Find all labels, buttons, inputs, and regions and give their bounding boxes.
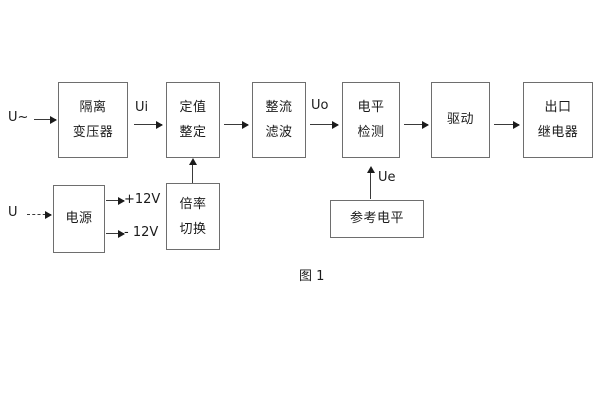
arrow-isolation-transformer-to-setpoint-adjust [134,120,163,129]
block-setpoint-adjust-line-1: 定值 [179,100,207,115]
block-output-relay-line-1: 出口 [544,100,572,115]
block-output-relay-line-2: 继电器 [537,125,579,140]
block-power-supply: 电源 [53,185,105,253]
block-rectifier-filter: 整流 滤波 [252,82,306,158]
block-setpoint-adjust-line-2: 整定 [179,125,207,140]
block-setpoint-adjust: 定值 整定 [166,82,220,158]
block-level-detect-line-2: 检测 [357,125,385,140]
block-multiplier-switch-line-1: 倍率 [179,196,207,212]
arrow-dc-input-to-power-supply [27,211,52,219]
block-driver: 驱动 [431,82,490,158]
dc-input-label: U [8,205,18,220]
negative-12v-label: - 12V [124,225,159,240]
positive-12v-label: +12V [124,192,161,207]
block-level-detect: 电平 检测 [342,82,400,158]
block-level-detect-line-1: 电平 [357,100,385,115]
block-multiplier-switch-line-2: 切换 [179,221,207,237]
uo-signal-label: Uo [311,98,329,113]
block-reference-level-line-1: 参考电平 [349,211,404,226]
arrow-level-detect-to-driver [404,120,429,129]
arrow-setpoint-adjust-to-rectifier-filter [224,120,249,129]
block-power-supply-line-1: 电源 [65,211,93,226]
block-rectifier-filter-line-1: 整流 [265,100,293,115]
arrow-rectifier-filter-to-level-detect [310,120,339,129]
arrow-multiplier-switch-to-setpoint-adjust [188,158,197,183]
arrow-reference-level-to-level-detect [366,166,375,199]
block-multiplier-switch: 倍率 切换 [166,183,220,250]
block-isolation-transformer: 隔离 变压器 [58,82,128,158]
block-isolation-transformer-line-1: 隔离 [79,100,107,115]
arrow-ac-input-to-isolation-transformer [34,115,57,124]
figure-caption: 图 1 [299,269,325,284]
ui-signal-label: Ui [135,100,149,115]
ac-input-label: U~ [8,110,29,125]
arrow-power-supply-positive-12v [106,196,125,205]
arrow-driver-to-output-relay [494,120,520,129]
block-isolation-transformer-line-2: 变压器 [72,125,114,140]
ue-signal-label: Ue [378,170,396,185]
block-output-relay: 出口 继电器 [523,82,593,158]
block-reference-level: 参考电平 [330,200,424,238]
block-driver-line-1: 驱动 [446,112,474,127]
block-rectifier-filter-line-2: 滤波 [265,125,293,140]
arrow-power-supply-negative-12v [106,229,125,238]
